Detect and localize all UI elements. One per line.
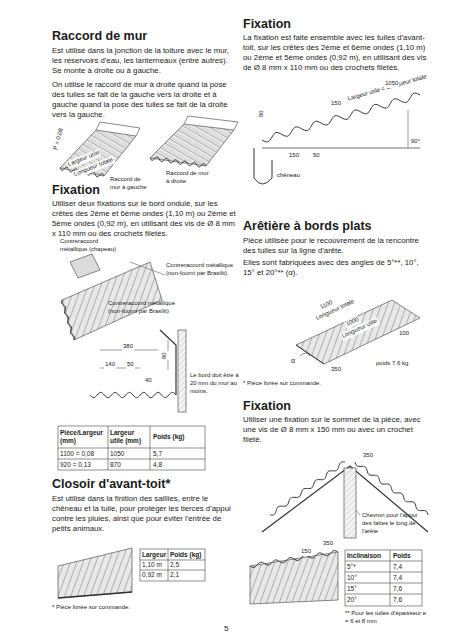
table-cell: 2,1	[170, 571, 179, 579]
table-cell: 4,8	[153, 461, 203, 469]
dimension: 150	[288, 152, 300, 160]
part-caption: Contreraccord métallique (non-fourni par…	[108, 300, 182, 316]
footnote: * Pièce livrée sur commande.	[243, 380, 321, 388]
dimension: 150	[330, 100, 342, 108]
corrugated-profile	[150, 157, 206, 167]
table-cell: 2,5	[170, 561, 179, 569]
hip-piece	[296, 300, 420, 364]
wall-flap	[96, 122, 140, 136]
rafter	[262, 148, 420, 149]
table-cell: 7,6	[393, 585, 402, 593]
dimension: 80	[258, 109, 266, 118]
dimension: 350	[330, 366, 342, 374]
dimension: P = 0,08	[52, 126, 66, 152]
table-cell: Poids (kg)	[153, 433, 203, 441]
dimension: Largeur utile = Longueur totale	[346, 73, 429, 104]
table-cell: 7,6	[393, 596, 402, 604]
footnote: ** Pour les tuiles d'épaisseur e = 6 et …	[345, 610, 427, 626]
table-cell: Largeur utile (mm)	[110, 429, 148, 446]
footnote: * Pièce livrée sur commande.	[52, 604, 130, 612]
eave-sheets	[58, 548, 132, 598]
leader	[130, 262, 165, 275]
section-heading: Fixation	[243, 398, 291, 414]
corrugated-profile	[250, 551, 338, 568]
table-cell: 920 = 0,13	[60, 461, 106, 469]
body-text: Pièce utilisée pour le recouvrement de l…	[243, 236, 427, 256]
rafter-chevron	[344, 468, 356, 538]
dimension: 350	[322, 540, 334, 548]
table-cell: 870	[110, 461, 148, 469]
body-text: Est utilisé dans la finition des saillie…	[52, 494, 238, 535]
angle-symbol: α	[290, 356, 296, 365]
section-heading: Raccord de mur	[52, 28, 147, 44]
part-caption: Contreraccord métallique (chapeau)	[60, 238, 124, 254]
section-heading: Fixation	[243, 16, 291, 32]
wall-flap	[184, 116, 238, 130]
table-cell: 15°	[347, 585, 357, 593]
gutter	[254, 148, 272, 184]
body-text: Elles sont fabriquées avec des angles de…	[243, 258, 427, 278]
chapeau	[70, 254, 100, 278]
table-cell: Inclinaison	[347, 552, 381, 560]
page-number: 5	[224, 624, 228, 634]
table-cell: 5°*	[347, 563, 356, 571]
table-cell: 1050	[110, 450, 148, 458]
section-heading: Closoir d'avant-toit*	[52, 476, 170, 492]
part-caption: Raccord de mur à droite	[166, 170, 210, 186]
note: Le bord doit être à 20 mm du mur au moin…	[190, 372, 242, 395]
corrugated-profile	[270, 462, 345, 515]
hip-sheets	[250, 552, 338, 604]
wall	[178, 330, 186, 412]
dimension: 50	[312, 152, 321, 160]
table-grid	[140, 549, 205, 581]
closoir	[58, 592, 132, 598]
corrugated-profile	[61, 300, 74, 340]
section-heading: Arêtière à bords plats	[243, 218, 372, 234]
table-cell: 7,4	[393, 563, 402, 571]
body-text: Utiliser deux fixations sur le bord ondu…	[52, 199, 238, 240]
table-cell: 1100 = 0,08	[60, 450, 106, 458]
note: poids 7,6 kg	[376, 360, 408, 368]
table-cell: 20°	[347, 596, 357, 604]
dimension: 140	[104, 361, 116, 369]
table-cell: Poids (kg)	[170, 551, 201, 559]
dimension: 380	[122, 343, 134, 351]
dimension: 50	[126, 361, 135, 369]
dimension: 1050	[384, 80, 399, 88]
leader	[356, 510, 360, 515]
table-cell: Pièce/Largeur (mm)	[60, 429, 106, 446]
body-text: Utiliser une fixation sur le sommet de l…	[243, 415, 427, 445]
right-angle	[408, 110, 409, 148]
body-text: On utilise le raccord de mur à droite qu…	[52, 80, 238, 121]
table-cell: 10°	[347, 574, 357, 582]
part-caption: chêneau	[276, 172, 301, 180]
dimension: 40	[144, 377, 153, 385]
table-cell: 0,92 m	[142, 571, 162, 579]
table-grid	[58, 426, 205, 470]
table-cell: 5,7	[153, 450, 203, 458]
dimension: 150	[300, 548, 312, 556]
corrugated-profile	[262, 93, 420, 142]
dimension: 100	[398, 330, 410, 338]
table-cell: 1,10 m	[142, 561, 162, 569]
dimension: 90°	[410, 138, 421, 146]
part-caption: Chevron pour l'appui des faîtes le long …	[362, 512, 424, 535]
corrugated-profile	[355, 462, 428, 515]
table-cell: 7,4	[393, 574, 402, 582]
body-text: Est utilisé dans la jonction de la toitu…	[52, 46, 238, 76]
corrugated-profile	[90, 392, 176, 397]
part-caption: Raccord de mur à gauche	[110, 176, 152, 192]
dimension: 350	[362, 452, 374, 460]
flat-edge	[296, 345, 324, 364]
table-cell: Poids	[393, 552, 411, 560]
counter-flashing	[160, 330, 176, 395]
table-grid	[345, 550, 422, 606]
section-heading: Fixation	[52, 182, 100, 198]
sheet-right	[150, 124, 234, 166]
dimension: 80	[161, 351, 169, 360]
part-caption: Contreraccord métallique (non-fourni par…	[166, 262, 236, 278]
angle-arc	[300, 353, 310, 356]
body-text: La fixation est faite ensemble avec les …	[243, 33, 427, 74]
table-cell: Largeur	[142, 551, 166, 559]
